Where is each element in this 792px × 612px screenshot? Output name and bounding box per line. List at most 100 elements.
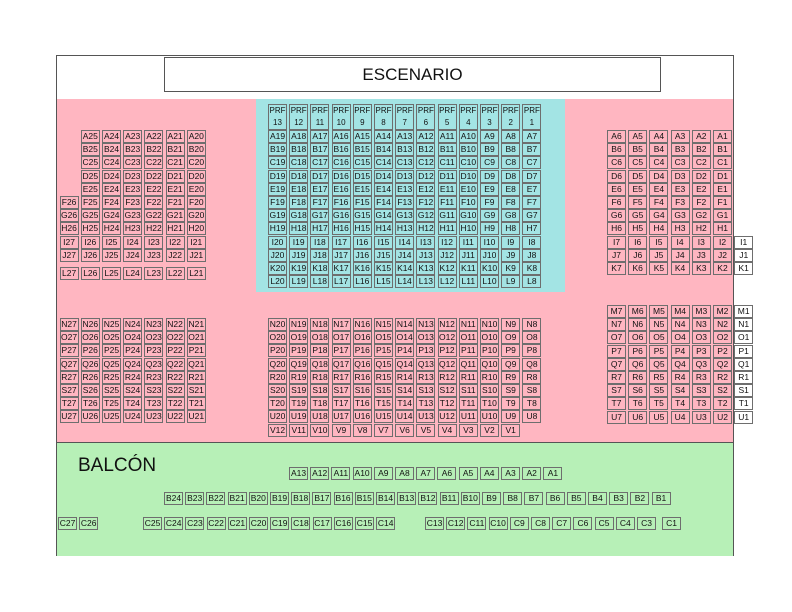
seat-c11[interactable]: C11 [437, 156, 457, 170]
seat-j18[interactable]: J18 [310, 248, 330, 262]
seat-c12[interactable]: C12 [416, 156, 436, 170]
seat-o24[interactable]: O24 [123, 331, 143, 345]
seat-i15[interactable]: I15 [374, 235, 393, 249]
seat-l25[interactable]: L25 [102, 267, 121, 280]
seat-a13[interactable]: A13 [289, 467, 308, 480]
seat-d7[interactable]: D7 [522, 169, 542, 183]
seat-s17[interactable]: S17 [331, 384, 351, 397]
seat-k8[interactable]: K8 [522, 262, 542, 275]
seat-f14[interactable]: F14 [374, 196, 393, 209]
seat-e20[interactable]: E20 [186, 182, 206, 196]
seat-e11[interactable]: E11 [437, 182, 457, 196]
seat-e18[interactable]: E18 [289, 182, 309, 196]
seat-p17[interactable]: P17 [331, 344, 351, 358]
seat-v12[interactable]: V12 [268, 423, 287, 437]
seat-r10[interactable]: R10 [480, 370, 499, 384]
seat-a22[interactable]: A22 [144, 130, 164, 143]
seat-k3[interactable]: K3 [691, 262, 711, 275]
seat-j3[interactable]: J3 [691, 248, 711, 262]
seat-q14[interactable]: Q14 [395, 357, 415, 371]
seat-b6[interactable]: B6 [607, 143, 626, 157]
seat-g9[interactable]: G9 [480, 209, 499, 223]
seat-q2[interactable]: Q2 [713, 357, 732, 371]
seat-e5[interactable]: E5 [628, 182, 648, 196]
seat-c22[interactable]: C22 [206, 517, 226, 530]
seat-b8[interactable]: B8 [503, 492, 523, 505]
seat-j4[interactable]: J4 [670, 248, 690, 262]
seat-c17[interactable]: C17 [312, 517, 332, 530]
seat-o21[interactable]: O21 [186, 331, 206, 345]
seat-o1[interactable]: O1 [734, 331, 754, 345]
seat-t16[interactable]: T16 [352, 397, 372, 411]
seat-a1[interactable]: A1 [713, 130, 732, 143]
seat-n4[interactable]: N4 [670, 318, 690, 332]
seat-h8[interactable]: H8 [501, 222, 521, 236]
seat-g18[interactable]: G18 [289, 209, 309, 223]
seat-a6[interactable]: A6 [437, 467, 457, 480]
seat-r19[interactable]: R19 [289, 370, 309, 384]
seat-v2[interactable]: V2 [480, 423, 499, 437]
seat-f25[interactable]: F25 [80, 196, 100, 209]
seat-j13[interactable]: J13 [416, 248, 436, 262]
seat-b21[interactable]: B21 [165, 143, 185, 157]
seat-s16[interactable]: S16 [352, 384, 372, 397]
seat-g19[interactable]: G19 [268, 209, 287, 223]
seat-n9[interactable]: N9 [501, 318, 521, 331]
seat-b3[interactable]: B3 [670, 143, 690, 157]
seat-c13[interactable]: C13 [425, 517, 444, 530]
seat-l12[interactable]: L12 [437, 275, 457, 289]
seat-n14[interactable]: N14 [395, 318, 415, 331]
seat-q15[interactable]: Q15 [374, 357, 393, 371]
seat-g10[interactable]: G10 [458, 209, 478, 223]
seat-t11[interactable]: T11 [458, 397, 478, 411]
seat-r18[interactable]: R18 [310, 370, 330, 384]
seat-d21[interactable]: D21 [165, 169, 185, 183]
seat-i14[interactable]: I14 [395, 235, 415, 249]
seat-c17[interactable]: C17 [310, 156, 330, 170]
seat-q27[interactable]: Q27 [59, 357, 79, 371]
seat-c1[interactable]: C1 [713, 156, 732, 170]
seat-a6[interactable]: A6 [607, 130, 626, 143]
seat-i26[interactable]: I26 [80, 235, 100, 249]
seat-p20[interactable]: P20 [268, 344, 287, 358]
seat-c8[interactable]: C8 [501, 156, 521, 170]
seat-j6[interactable]: J6 [628, 248, 648, 262]
seat-p26[interactable]: P26 [80, 344, 100, 358]
seat-q20[interactable]: Q20 [268, 357, 287, 371]
seat-o20[interactable]: O20 [268, 331, 287, 345]
seat-u1[interactable]: U1 [734, 410, 754, 424]
seat-u16[interactable]: U16 [352, 410, 372, 424]
seat-g24[interactable]: G24 [102, 209, 121, 223]
seat-j22[interactable]: J22 [165, 248, 185, 262]
seat-e23[interactable]: E23 [123, 182, 143, 196]
seat-o10[interactable]: O10 [480, 331, 499, 345]
seat-b4[interactable]: B4 [649, 143, 669, 157]
seat-b11[interactable]: B11 [439, 492, 459, 505]
seat-d19[interactable]: D19 [268, 169, 287, 183]
seat-a10[interactable]: A10 [352, 467, 372, 480]
seat-c16[interactable]: C16 [333, 517, 353, 530]
seat-p7[interactable]: P7 [607, 344, 626, 358]
seat-i21[interactable]: I21 [186, 235, 206, 249]
seat-t27[interactable]: T27 [59, 397, 79, 411]
seat-n17[interactable]: N17 [331, 318, 351, 331]
seat-o19[interactable]: O19 [289, 331, 309, 345]
seat-a25[interactable]: A25 [80, 130, 100, 143]
seat-a18[interactable]: A18 [289, 130, 309, 143]
seat-i18[interactable]: I18 [310, 235, 330, 249]
seat-p25[interactable]: P25 [102, 344, 121, 358]
seat-g16[interactable]: G16 [331, 209, 351, 223]
seat-q8[interactable]: Q8 [522, 357, 542, 371]
seat-r20[interactable]: R20 [268, 370, 287, 384]
seat-r7[interactable]: R7 [607, 371, 626, 384]
seat-n21[interactable]: N21 [186, 318, 206, 331]
seat-h16[interactable]: H16 [331, 222, 351, 236]
seat-k12[interactable]: K12 [437, 262, 457, 275]
seat-j25[interactable]: J25 [102, 248, 121, 262]
seat-e2[interactable]: E2 [691, 182, 711, 196]
seat-e6[interactable]: E6 [607, 182, 626, 196]
seat-p14[interactable]: P14 [395, 344, 415, 358]
seat-g20[interactable]: G20 [186, 209, 206, 223]
seat-c18[interactable]: C18 [291, 517, 311, 530]
